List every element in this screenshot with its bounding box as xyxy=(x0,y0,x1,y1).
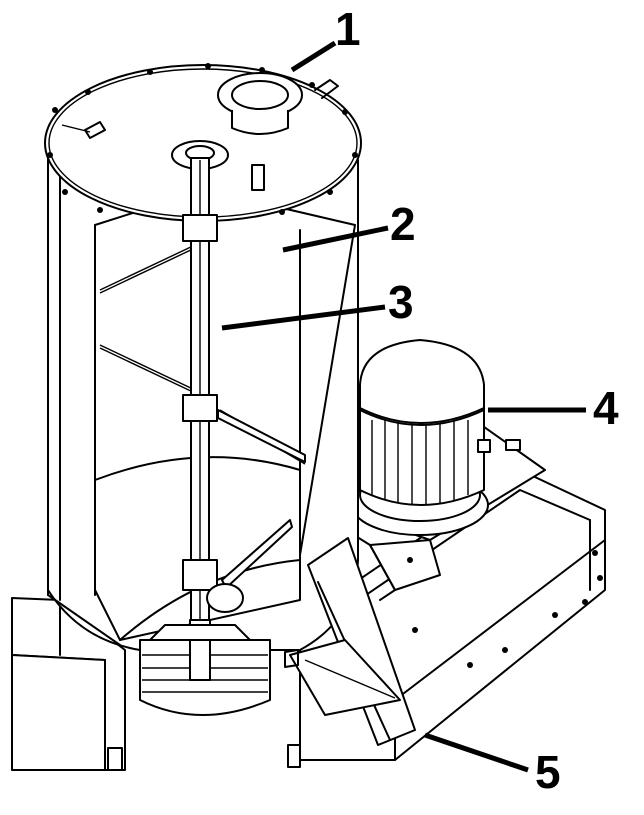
callout-3: 3 xyxy=(388,276,414,328)
motor-cooling-fins xyxy=(371,420,469,505)
disperser-head xyxy=(139,583,271,716)
leader-line-1 xyxy=(290,40,337,73)
callout-leaders xyxy=(221,40,586,773)
callout-2: 2 xyxy=(390,198,416,250)
leader-line-5 xyxy=(424,732,529,773)
discharge-chute xyxy=(284,537,416,746)
left-base-frame xyxy=(11,597,126,771)
inlet-pipe xyxy=(217,72,303,135)
agitator-shaft xyxy=(171,140,306,679)
leader-line-3 xyxy=(221,304,386,331)
callout-1: 1 xyxy=(335,3,361,55)
callout-labels: 1 2 3 4 5 xyxy=(335,3,619,798)
leader-line-2 xyxy=(282,225,389,253)
callout-5: 5 xyxy=(535,746,561,798)
electric-motor xyxy=(351,339,521,536)
callout-4: 4 xyxy=(593,382,619,434)
